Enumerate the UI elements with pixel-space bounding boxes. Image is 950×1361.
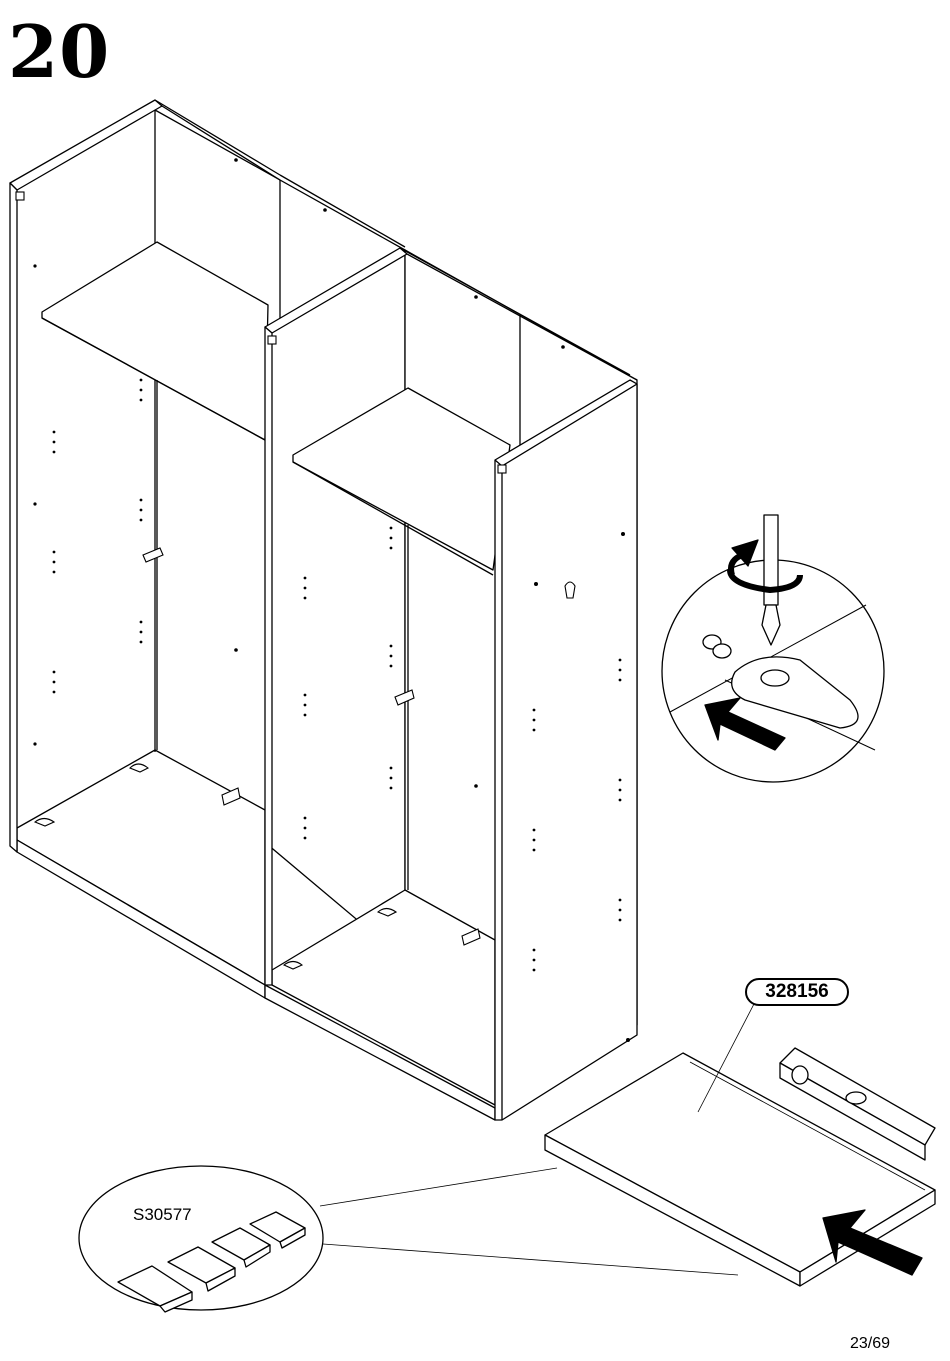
right-side-panel <box>495 380 637 1120</box>
detail-circle-screw <box>662 515 884 782</box>
middle-side-panel <box>265 327 272 985</box>
part-number-badge: 328156 <box>745 978 849 1006</box>
left-top-panel <box>10 100 162 190</box>
page-counter: 23/69 <box>850 1335 890 1353</box>
fitting-code-label: S30577 <box>133 1205 192 1225</box>
right-bottom-panel <box>272 890 495 1105</box>
screwdriver-icon <box>762 515 780 645</box>
left-cabinet <box>10 100 405 998</box>
left-side-panel <box>10 183 17 852</box>
